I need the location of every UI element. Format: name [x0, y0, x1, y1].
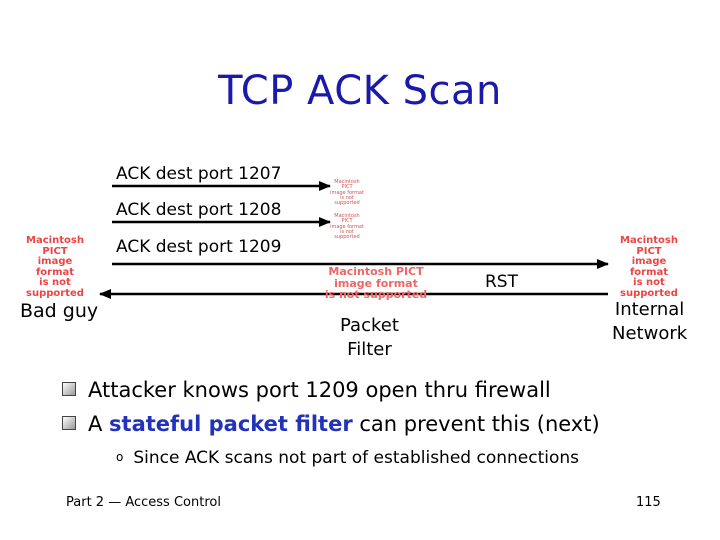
slide-title: TCP ACK Scan	[218, 68, 502, 114]
bullet-item-2: A stateful packet filter can prevent thi…	[62, 412, 600, 436]
node-bad-guy: Bad guy	[20, 300, 99, 322]
node-packet-filter: Packet Filter	[340, 315, 399, 360]
highlighted-term: stateful packet filter	[109, 412, 353, 436]
message-label-rst: RST	[485, 272, 518, 292]
message-label-ack-1207: ACK dest port 1207	[116, 164, 282, 184]
unsupported-image-bad-guy: Macintosh PICT image format is not suppo…	[26, 235, 84, 299]
bullet-box-icon	[62, 416, 76, 430]
diagram-arrows	[99, 181, 609, 299]
page-number: 115	[636, 495, 661, 510]
unsupported-image-packet-filter: Macintosh PICT image format is not suppo…	[324, 265, 428, 302]
unsupported-image-small-2: Macintosh PICT image format is not suppo…	[330, 213, 364, 240]
slide-footer: Part 2 — Access Control	[66, 495, 221, 510]
unsupported-image-internal-network: Macintosh PICT image format is not suppo…	[620, 235, 678, 299]
bullet-item-1: Attacker knows port 1209 open thru firew…	[62, 378, 551, 402]
node-internal-network: Internal Network	[612, 299, 688, 344]
message-label-ack-1209: ACK dest port 1209	[116, 237, 282, 257]
sub-bullet-marker: o	[116, 450, 124, 464]
message-label-ack-1208: ACK dest port 1208	[116, 200, 282, 220]
bullet-box-icon	[62, 382, 76, 396]
unsupported-image-small-1: Macintosh PICT image format is not suppo…	[330, 179, 364, 206]
